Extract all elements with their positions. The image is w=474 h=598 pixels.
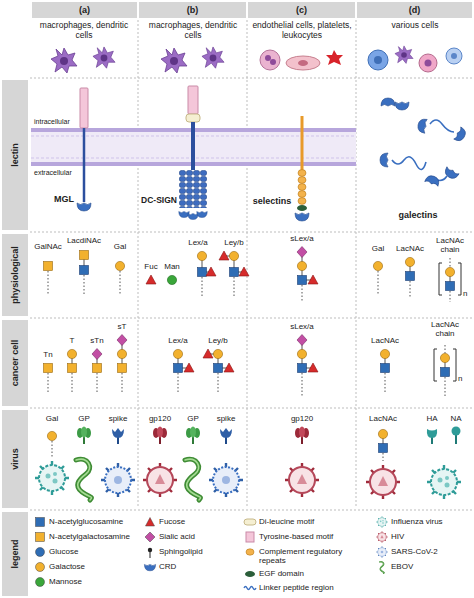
legend-swatch [35, 577, 45, 587]
legend-text: EBOV [391, 562, 474, 571]
glycan-label: Gal [105, 242, 135, 251]
legend-text: HIV [391, 532, 474, 541]
glycan-label: sT [111, 322, 133, 331]
glycan-label: Fuc [139, 262, 163, 271]
glycan-label: T [62, 336, 82, 345]
lectin-name: DC-SIGN [137, 196, 181, 206]
membrane-side-label: intracellular [34, 118, 70, 126]
glycan-label: Lex/a [183, 238, 213, 247]
legend-text: Fucose [159, 517, 245, 526]
legend-text: CRD [159, 562, 245, 571]
legend-text: Glucose [49, 547, 135, 556]
viral-ligand-label: NA [446, 414, 466, 423]
glycan-label: Gal [363, 244, 393, 253]
lectin-name: galectins [388, 210, 448, 220]
viral-ligand-label: GP [71, 414, 97, 423]
viral-ligand-label: LacNAc [366, 414, 400, 423]
legend-swatch [35, 517, 45, 527]
cell-type-label: various cells [365, 21, 465, 31]
glycan-label: GalNAc [28, 242, 68, 251]
legend-text: Complement regulatory repeats [259, 547, 359, 565]
column-header: (a) [79, 5, 90, 15]
viral-ligand-label: gp120 [287, 414, 317, 423]
row-header-band: physiological [2, 234, 28, 316]
column-header-band: (a) [32, 2, 137, 18]
viral-ligand-label: Gal [39, 414, 65, 423]
glycan-label: n [463, 289, 467, 298]
legend-text: Linker peptide region [259, 583, 359, 592]
legend-text: Sialic acid [159, 532, 245, 541]
row-header: lectin [10, 143, 20, 167]
cell-type-label: endothelial cells, platelets, leukocytes [250, 21, 354, 41]
glycan-label: Ley/b [219, 238, 249, 247]
legend-text: Mannose [49, 577, 135, 586]
column-header: (d) [409, 5, 421, 15]
legend-swatch [35, 532, 45, 542]
glycan-label: Lex/a [163, 336, 193, 345]
membrane-side-label: extracellular [34, 169, 72, 177]
glycan-label: n [458, 374, 462, 383]
row-header: physiological [10, 246, 20, 304]
legend-swatch [145, 517, 155, 527]
glycan-label: LacNAc chain [428, 320, 462, 338]
viral-ligand-label: GP [180, 414, 206, 423]
column-header-band: (d) [357, 2, 472, 18]
glycan-label: LacNAc [393, 244, 427, 253]
lectin-name: MGL [44, 194, 84, 204]
glycan-label: Tn [36, 350, 60, 359]
row-header-band: legend [2, 512, 28, 596]
legend-text: Sphingolipid [159, 547, 245, 556]
legend-text: Influenza virus [391, 517, 474, 526]
legend-text: EGF domain [259, 569, 359, 578]
glycan-label: LacNAc chain [433, 236, 467, 254]
legend-text: Galactose [49, 562, 135, 571]
row-header: cancer cell [10, 340, 20, 387]
column-header-band: (c) [248, 2, 355, 18]
glycan-label: sLex/a [285, 322, 319, 331]
row-header: virus [10, 448, 20, 470]
legend-text: N-acetylglucosamine [49, 517, 135, 526]
glycan-label: Man [160, 262, 184, 271]
lectin-name: selectins [250, 196, 294, 206]
viral-ligand-label: HA [422, 414, 442, 423]
row-header-band: lectin [2, 80, 28, 230]
legend-text: N-acetylgalactosamine [49, 532, 135, 541]
row-header-band: cancer cell [2, 320, 28, 406]
cell-type-label: macrophages, dendritic cells [34, 21, 134, 41]
viral-ligand-label: spike [104, 414, 132, 423]
glycan-label: Ley/b [203, 336, 233, 345]
glycan-label: LacNAc [368, 336, 402, 345]
glycan-label: sTn [86, 336, 108, 345]
viral-ligand-label: gp120 [145, 414, 175, 423]
row-header: legend [10, 539, 20, 568]
legend-text: Di-leucine motif [259, 517, 359, 526]
row-header-band: virus [2, 410, 28, 508]
glycan-label: LacdiNAc [64, 236, 104, 245]
column-header: (b) [187, 5, 199, 15]
viral-ligand-label: spike [212, 414, 240, 423]
legend-swatch [35, 547, 45, 557]
legend-swatch [145, 532, 155, 542]
legend-text: Tyrosine-based motif [259, 532, 359, 541]
cell-type-label: macrophages, dendritic cells [143, 21, 243, 41]
column-header: (c) [296, 5, 307, 15]
legend-swatch [35, 562, 45, 572]
legend-text: SARS-CoV-2 [391, 547, 474, 556]
glycan-label: sLex/a [285, 234, 319, 243]
column-header-band: (b) [139, 2, 246, 18]
